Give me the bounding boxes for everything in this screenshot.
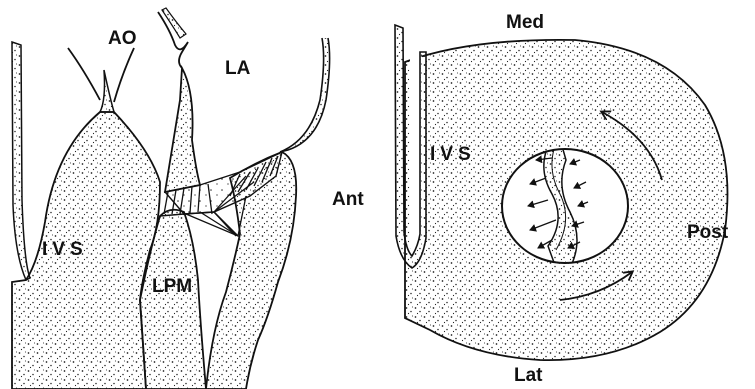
right-panel: Med Ant Post Lat IVS — [332, 12, 729, 386]
label-anterior: Ant — [332, 189, 364, 210]
left-atrium-wall — [280, 38, 330, 152]
aortic-cusp — [100, 70, 114, 112]
label-left-atrium: LA — [225, 58, 251, 79]
label-ivs-left: IVS — [42, 239, 88, 260]
left-panel: AO LA IVS LPM — [12, 8, 330, 389]
label-lateral: Lat — [514, 365, 543, 386]
aorta-wall-left — [68, 48, 100, 100]
anterior-mitral-leaflet — [165, 68, 200, 192]
label-ivs-right: IVS — [430, 144, 476, 165]
label-medial: Med — [506, 12, 544, 33]
aorta-wall-right — [114, 48, 134, 102]
label-lpm: LPM — [152, 276, 192, 297]
label-aorta: AO — [108, 28, 137, 49]
anterior-wall-strip — [12, 42, 30, 280]
label-posterior: Post — [687, 222, 729, 243]
